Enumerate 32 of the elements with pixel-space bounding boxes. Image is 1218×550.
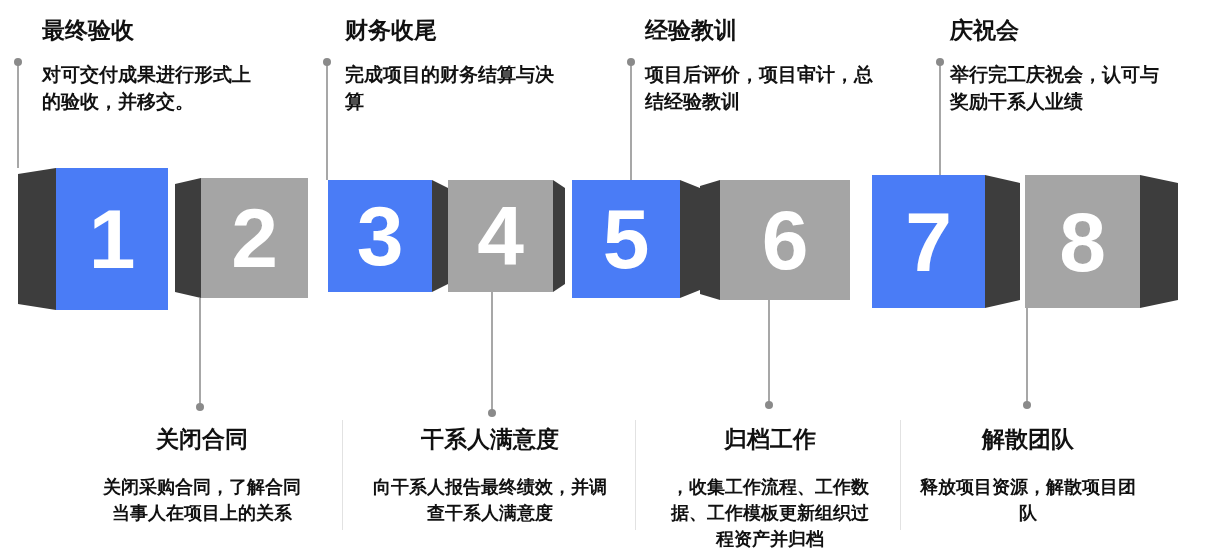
- step-heading: 经验教训: [645, 16, 737, 45]
- step-heading: 关闭合同: [156, 425, 248, 454]
- leader-line: [488, 291, 496, 417]
- step-description: 举行完工庆祝会，认可与奖励干系人业绩: [950, 62, 1160, 115]
- step-number: 2: [231, 196, 278, 280]
- step-number: 8: [1059, 199, 1106, 284]
- step-heading: 最终验收: [42, 16, 134, 45]
- step-number: 1: [88, 197, 136, 281]
- step-description: 释放项目资源，解散项目团队: [918, 475, 1137, 525]
- step-description: 完成项目的财务结算与决算: [345, 62, 555, 115]
- step-number: 5: [602, 197, 650, 281]
- step-heading: 财务收尾: [345, 16, 437, 45]
- step-description: ，收集工作流程、工作数据、工作模板更新组织过程资产并归档: [670, 475, 870, 550]
- leader-line: [196, 297, 204, 411]
- leader-line: [323, 58, 331, 181]
- step-heading: 干系人满意度: [421, 425, 559, 454]
- step-number: 3: [356, 194, 404, 278]
- step-number: 4: [477, 194, 524, 278]
- step-heading: 归档工作: [724, 425, 816, 454]
- leader-line: [936, 58, 944, 176]
- step-number: 7: [905, 199, 952, 284]
- leader-line: [765, 299, 773, 409]
- step-description: 对可交付成果进行形式上的验收，并移交。: [42, 62, 252, 115]
- step-description: 关闭采购合同，了解合同当事人在项目上的关系: [102, 475, 302, 525]
- leader-line: [1023, 307, 1031, 409]
- leader-line: [14, 58, 22, 169]
- step-description: 项目后评价，项目审计，总结经验教训: [645, 62, 874, 115]
- step-heading: 解散团队: [981, 425, 1074, 454]
- leader-line: [627, 58, 635, 181]
- step-heading: 庆祝会: [950, 16, 1019, 45]
- step-number: 6: [761, 198, 809, 282]
- step-description: 向干系人报告最终绩效，并调查干系人满意度: [372, 475, 608, 525]
